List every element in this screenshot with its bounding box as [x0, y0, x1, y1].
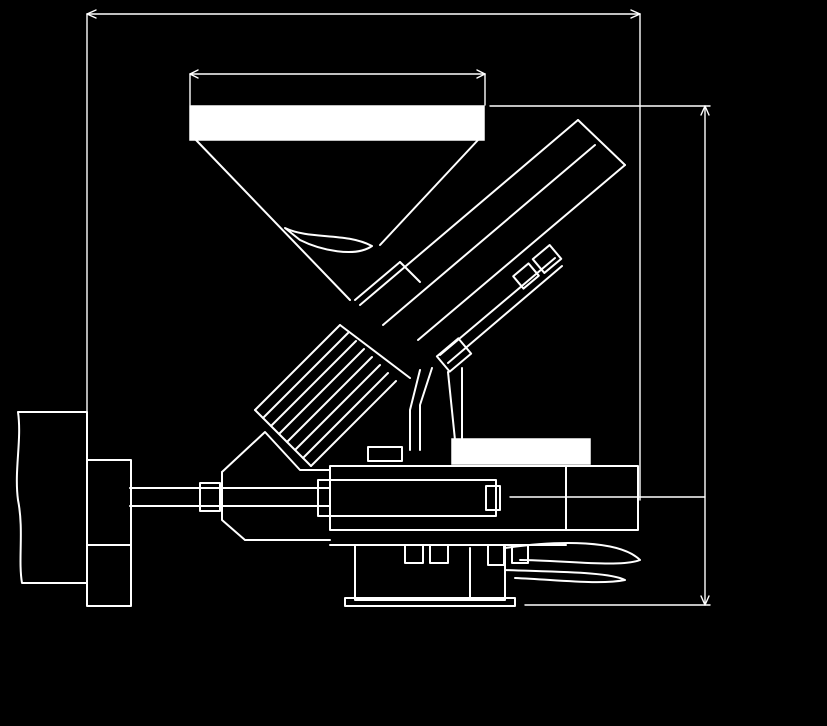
hopper-width-dimension — [189, 69, 486, 106]
hoses — [504, 542, 641, 584]
overall-height-dimension — [489, 105, 711, 606]
piston-rod — [409, 244, 563, 451]
cooling-fins — [254, 324, 411, 467]
label-plate — [451, 438, 591, 465]
hopper — [189, 105, 485, 301]
small-tab — [367, 446, 403, 462]
hopper-rim — [189, 105, 485, 141]
base-stand — [344, 544, 529, 607]
inclined-cylinder — [354, 119, 626, 341]
output-shaft — [129, 482, 331, 512]
mounting-block — [15, 411, 132, 607]
